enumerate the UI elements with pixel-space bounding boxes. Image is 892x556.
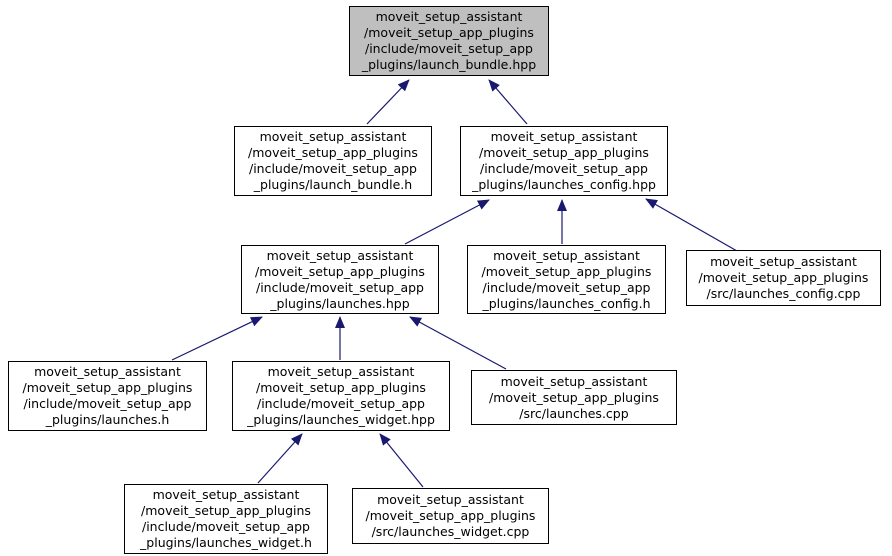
edge-launches-h-to-launches-hpp [171,316,263,361]
node-label: moveit_setup_assistant /moveit_setup_app… [489,373,659,421]
node-launches-config-cpp[interactable]: moveit_setup_assistant /moveit_setup_app… [686,250,881,306]
node-launches-config-h[interactable]: moveit_setup_assistant /moveit_setup_app… [467,245,666,314]
node-launches-widget-hpp[interactable]: moveit_setup_assistant /moveit_setup_app… [232,361,450,431]
node-launches-config-hpp[interactable]: moveit_setup_assistant /moveit_setup_app… [460,126,668,196]
node-label: moveit_setup_assistant /moveit_setup_app… [22,364,193,427]
edge-launches-config-cpp-to-launches-config-hpp [645,198,738,252]
node-label: moveit_setup_assistant /moveit_setup_app… [248,129,418,192]
node-label: moveit_setup_assistant /moveit_setup_app… [247,364,435,427]
node-launches-widget-cpp[interactable]: moveit_setup_assistant /moveit_setup_app… [352,488,549,544]
node-label: moveit_setup_assistant /moveit_setup_app… [361,9,537,72]
node-label: moveit_setup_assistant /moveit_setup_app… [698,254,869,301]
node-launches-h[interactable]: moveit_setup_assistant /moveit_setup_app… [8,361,207,431]
node-launches-hpp[interactable]: moveit_setup_assistant /moveit_setup_app… [241,245,439,314]
edge-launches-hpp-to-launches-config-hpp [404,199,490,245]
node-launches-widget-h[interactable]: moveit_setup_assistant /moveit_setup_app… [124,484,328,554]
edge-launches-widget-cpp-to-launches-widget-hpp [379,433,424,488]
edge-launches-widget-h-to-launches-widget-hpp [257,433,303,484]
node-label: moveit_setup_assistant /moveit_setup_app… [481,247,652,311]
node-launches-cpp[interactable]: moveit_setup_assistant /moveit_setup_app… [471,370,677,425]
edge-launches-config-hpp-to-launch-bundle-hpp [488,79,528,125]
node-label: moveit_setup_assistant /moveit_setup_app… [140,487,312,550]
node-launch-bundle-hpp: moveit_setup_assistant /moveit_setup_app… [349,6,549,76]
node-label: moveit_setup_assistant /moveit_setup_app… [365,492,536,539]
edge-launch-bundle-h-to-launch-bundle-hpp [366,79,410,125]
node-label: moveit_setup_assistant /moveit_setup_app… [255,247,425,311]
node-launch-bundle-h[interactable]: moveit_setup_assistant /moveit_setup_app… [234,126,432,196]
node-label: moveit_setup_assistant /moveit_setup_app… [472,129,656,192]
